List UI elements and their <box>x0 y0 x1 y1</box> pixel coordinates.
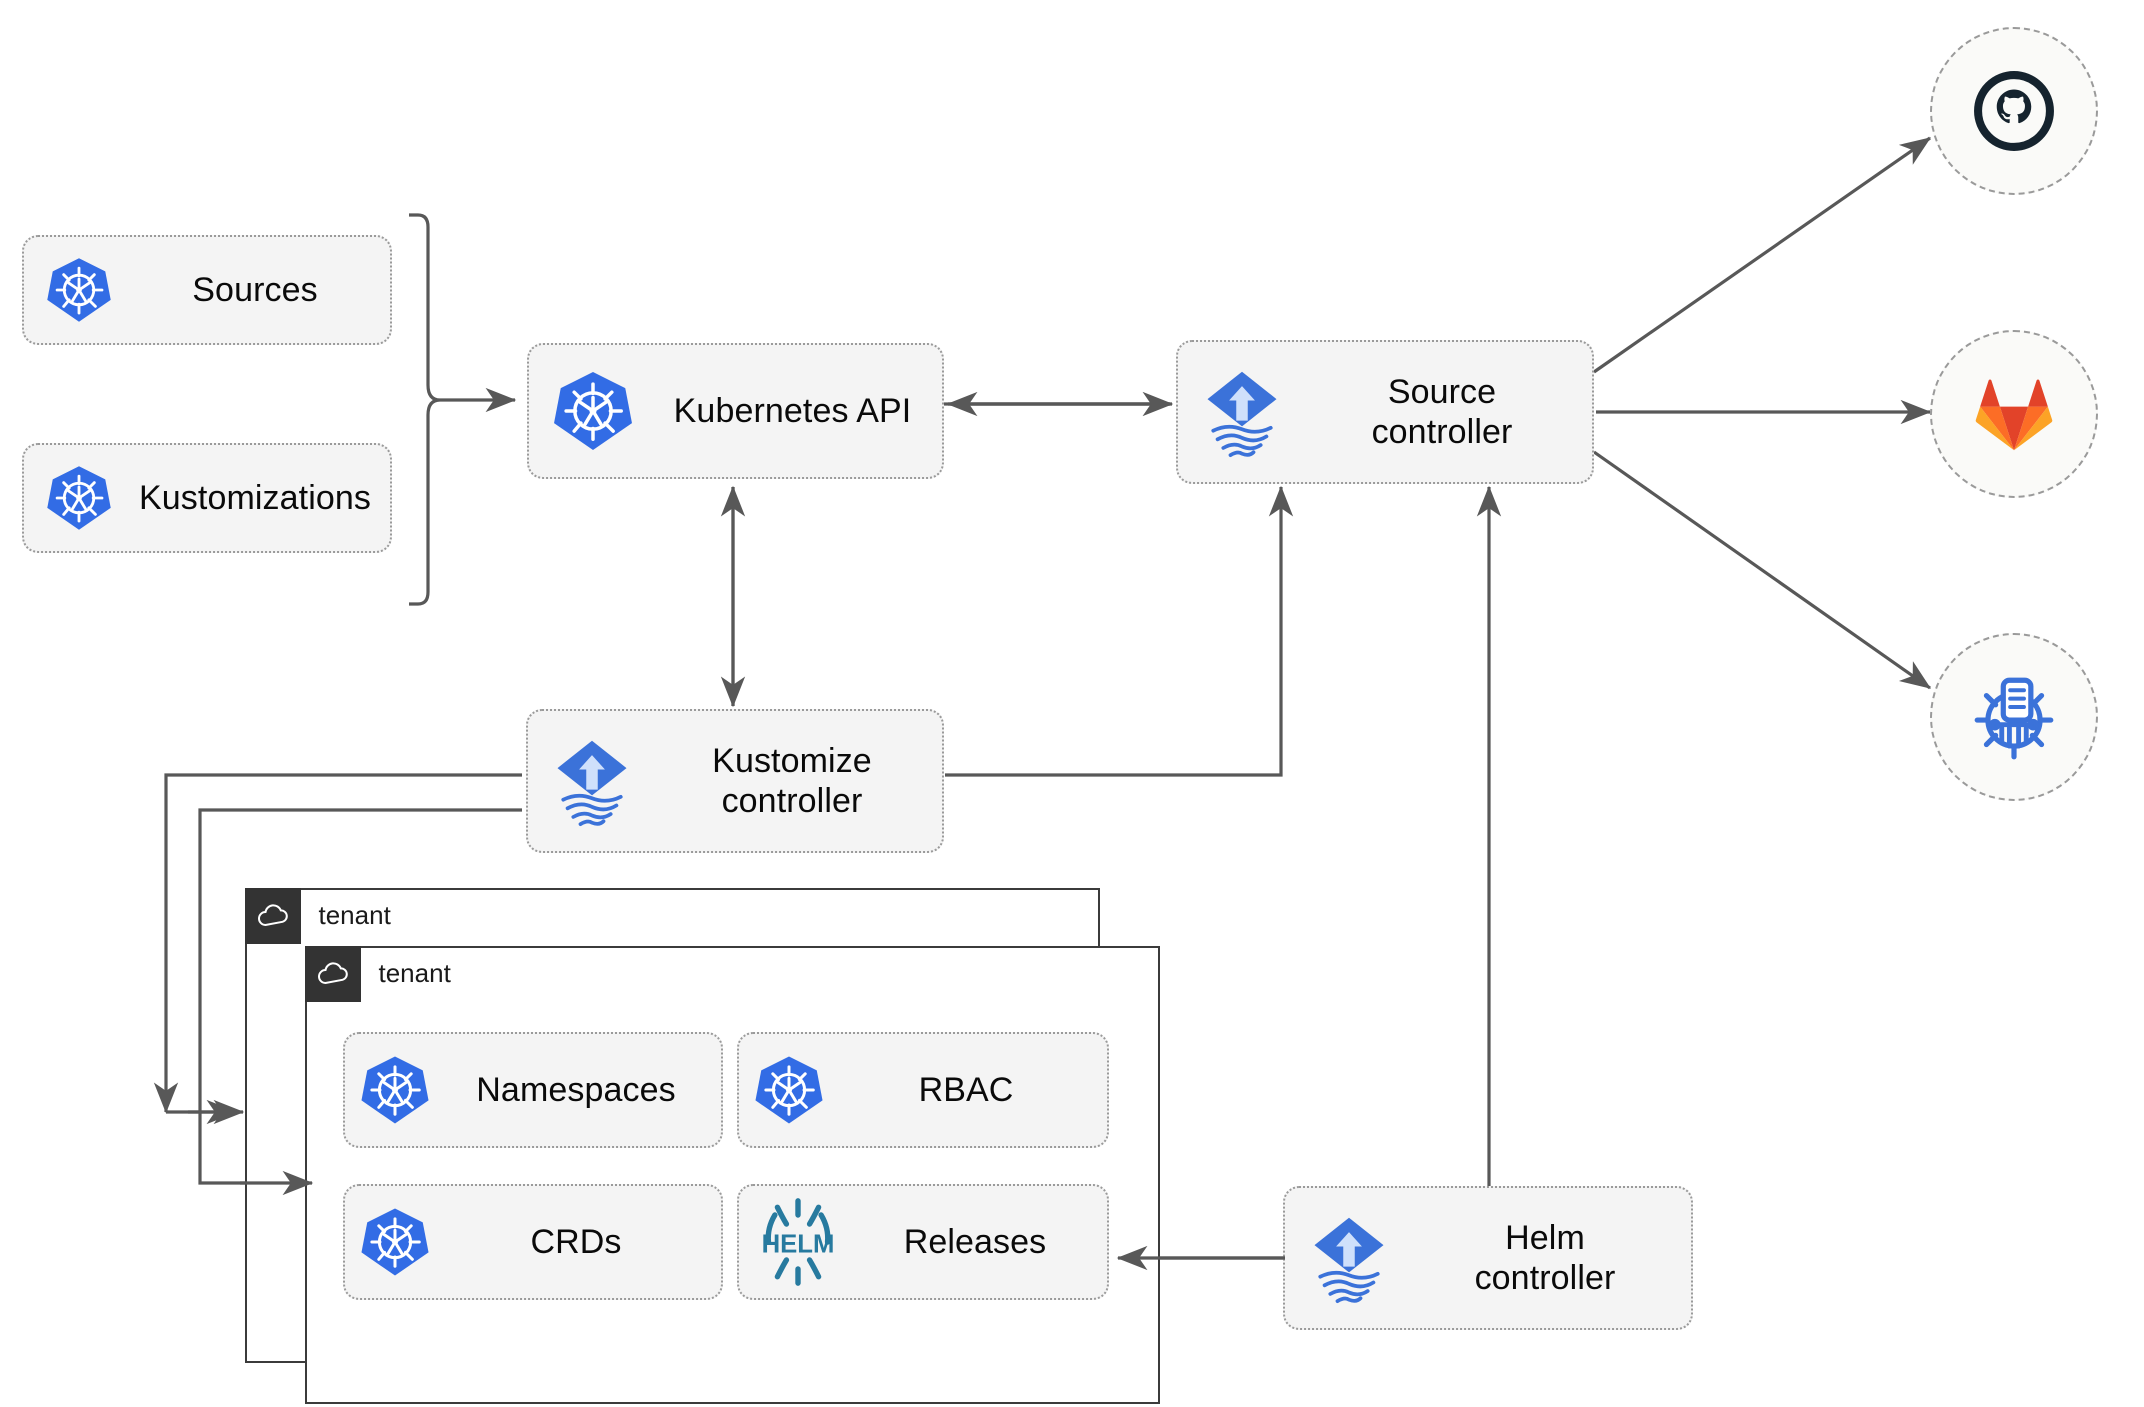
tenant-header: tenant <box>304 945 451 1002</box>
cloud-icon <box>244 887 301 944</box>
node-crds[interactable]: CRDs <box>343 1184 723 1300</box>
node-label: Source controller <box>1371 372 1513 451</box>
tenant-label: tenant <box>378 958 451 988</box>
tenant-header: tenant <box>244 887 391 944</box>
node-releases[interactable]: HELM Releases <box>737 1184 1109 1300</box>
node-kubernetes-api[interactable]: Kubernetes API <box>527 343 944 479</box>
flux-icon <box>1178 366 1306 458</box>
kubernetes-icon <box>24 463 134 533</box>
node-rbac[interactable]: RBAC <box>737 1032 1109 1148</box>
cloud-icon <box>304 945 361 1002</box>
node-label: Releases <box>903 1222 1047 1261</box>
node-label: CRDs <box>530 1222 622 1261</box>
node-label: RBAC <box>918 1070 1014 1109</box>
helm-repository-icon <box>1974 677 2054 760</box>
github-icon <box>1974 71 2054 151</box>
node-label: Sources <box>192 270 318 309</box>
provider-gitlab[interactable] <box>1930 330 2098 498</box>
node-kustomize-controller[interactable]: Kustomize controller <box>526 709 944 853</box>
node-source-controller[interactable]: Source controller <box>1176 340 1594 484</box>
node-helm-controller[interactable]: Helm controller <box>1283 1186 1693 1330</box>
provider-github[interactable] <box>1930 27 2098 195</box>
node-label: Namespaces <box>476 1070 676 1109</box>
kubernetes-icon <box>345 1205 445 1279</box>
flux-icon <box>528 735 656 827</box>
kubernetes-icon <box>345 1053 445 1127</box>
node-label: Kustomizations <box>139 478 371 517</box>
node-label: Kustomize controller <box>712 741 872 820</box>
helm-icon: HELM <box>739 1197 857 1287</box>
helm-wordmark: HELM <box>762 1230 835 1258</box>
tenant-box-front[interactable]: tenant <box>304 945 1160 1404</box>
node-kustomizations[interactable]: Kustomizations <box>22 443 392 553</box>
tenant-label: tenant <box>318 900 391 930</box>
gitlab-icon <box>1975 379 2053 451</box>
provider-helm-repository[interactable] <box>1930 633 2098 801</box>
flux-icon <box>1285 1212 1413 1304</box>
node-label: Kubernetes API <box>673 391 912 430</box>
node-namespaces[interactable]: Namespaces <box>343 1032 723 1148</box>
node-sources[interactable]: Sources <box>22 235 392 345</box>
node-label: Helm controller <box>1474 1218 1616 1297</box>
kubernetes-icon <box>739 1053 839 1127</box>
kubernetes-icon <box>24 255 134 325</box>
kubernetes-icon <box>529 368 657 454</box>
